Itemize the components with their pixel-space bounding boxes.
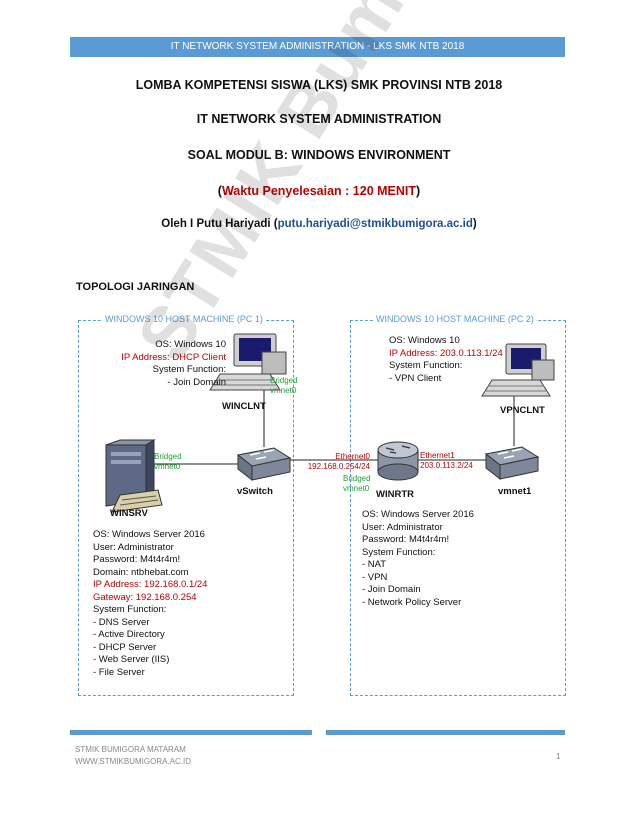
winclnt-pc-icon — [209, 333, 287, 391]
vswitch-icon — [236, 447, 292, 482]
eth0-ip: 192.168.0.254/24 — [307, 462, 370, 471]
winsrv-info: OS: Windows Server 2016 User: Administra… — [93, 529, 207, 679]
winsrv-name: WINSRV — [110, 508, 148, 519]
winsrv-server-icon — [105, 439, 163, 513]
footer-rule-gap — [312, 730, 326, 735]
author-prefix: Oleh I Putu Hariyadi ( — [161, 218, 278, 230]
page-header: IT NETWORK SYSTEM ADMINISTRATION - LKS S… — [70, 37, 565, 57]
time-line: (Waktu Penyelesaian : 120 MENIT) — [0, 184, 638, 198]
winrtr-pass: Password: M4t4r4m! — [362, 534, 450, 545]
vpnclnt-info: OS: Windows 10 IP Address: 203.0.113.1/2… — [389, 335, 503, 385]
title-line-3: SOAL MODUL B: WINDOWS ENVIRONMENT — [187, 148, 451, 162]
eth0-name: Ethernet0 — [335, 452, 370, 461]
eth1-ip: 203.0.113.2/24 — [420, 461, 473, 470]
footer-line-1: STMIK BUMIGORA MATARAM — [75, 745, 186, 754]
winclnt-info: OS: Windows 10 IP Address: DHCP Client S… — [112, 339, 226, 389]
winsrv-func-item: - DHCP Server — [93, 641, 157, 653]
vmnet1-name: vmnet1 — [498, 486, 532, 497]
winsrv-func: System Function: — [93, 604, 167, 615]
winrtr-router-icon — [377, 441, 419, 481]
winrtr-func-item: - Network Policy Server — [362, 596, 462, 608]
winsrv-user: User: Administrator — [93, 541, 174, 553]
winrtr-user: User: Administrator — [362, 521, 443, 533]
bridged-winrtr-2: vmnet0 — [343, 484, 370, 493]
winrtr-func-item: - VPN — [362, 571, 388, 583]
vpnclnt-os: OS: Windows 10 — [389, 335, 460, 346]
winrtr-func: System Function: — [362, 546, 436, 558]
vpnclnt-func: System Function: — [389, 360, 463, 371]
vswitch-name: vSwitch — [237, 486, 273, 497]
eth1-name: Ethernet1 — [420, 451, 455, 460]
winrtr-info: OS: Windows Server 2016 User: Administra… — [362, 509, 474, 609]
winrtr-name: WINRTR — [376, 489, 414, 500]
footer-line-2: WWW.STMIKBUMIGORA.AC.ID — [75, 757, 191, 766]
author-line: Oleh I Putu Hariyadi (putu.hariyadi@stmi… — [0, 218, 638, 230]
winclnt-func-1: - Join Domain — [167, 376, 226, 388]
time-close: ) — [416, 184, 421, 198]
vpnclnt-func-1: - VPN Client — [389, 372, 442, 384]
bridged-winrtr-1: Bridged — [343, 474, 371, 483]
winsrv-domain: Domain: ntbhebat.com — [93, 566, 189, 578]
vpnclnt-name: VPNCLNT — [500, 405, 545, 416]
pc2-label: WINDOWS 10 HOST MACHINE (PC 2) — [374, 314, 536, 324]
winrtr-func-item: - NAT — [362, 559, 387, 570]
vmnet1-switch-icon — [484, 446, 540, 481]
author-email-link[interactable]: putu.hariyadi@stmikbumigora.ac.id — [277, 218, 473, 230]
winsrv-gateway: Gateway: 192.168.0.254 — [93, 591, 197, 603]
bridged-winsrv-1: Bridged — [154, 452, 182, 461]
winclnt-name: WINCLNT — [222, 401, 266, 412]
section-title: TOPOLOGI JARINGAN — [76, 281, 195, 293]
page-number: 1 — [556, 752, 561, 761]
title-line-1: LOMBA KOMPETENSI SISWA (LKS) SMK PROVINS… — [135, 78, 503, 92]
winsrv-func-item: - DNS Server — [93, 616, 150, 628]
time-open: ( — [217, 184, 222, 198]
winclnt-func: System Function: — [152, 364, 226, 375]
bridged-winclnt-2: vmnet0 — [270, 386, 297, 395]
winrtr-os: OS: Windows Server 2016 — [362, 509, 474, 520]
author-suffix: ) — [472, 218, 477, 230]
winrtr-func-item: - Join Domain — [362, 584, 421, 595]
vpnclnt-pc-icon — [481, 343, 555, 397]
winclnt-ip: IP Address: DHCP Client — [121, 351, 226, 363]
winclnt-os: OS: Windows 10 — [155, 339, 226, 350]
winsrv-func-item: - File Server — [93, 666, 145, 678]
bridged-winclnt-1: Bridged — [270, 376, 298, 385]
winsrv-pass: Password: M4t4r4m! — [93, 554, 181, 565]
vpnclnt-ip: IP Address: 203.0.113.1/24 — [389, 347, 503, 359]
winsrv-os: OS: Windows Server 2016 — [93, 529, 205, 540]
time-text: Waktu Penyelesaian : 120 MENIT — [221, 184, 417, 198]
pc1-label: WINDOWS 10 HOST MACHINE (PC 1) — [103, 314, 265, 324]
bridged-winsrv-2: vmnet0 — [154, 462, 181, 471]
winsrv-func-item: - Web Server (IIS) — [93, 654, 170, 665]
winsrv-ip: IP Address: 192.168.0.1/24 — [93, 579, 208, 590]
footer-text: STMIK BUMIGORA MATARAM WWW.STMIKBUMIGORA… — [75, 744, 191, 768]
winsrv-func-item: - Active Directory — [93, 629, 165, 640]
title-line-2: IT NETWORK SYSTEM ADMINISTRATION — [196, 112, 442, 126]
